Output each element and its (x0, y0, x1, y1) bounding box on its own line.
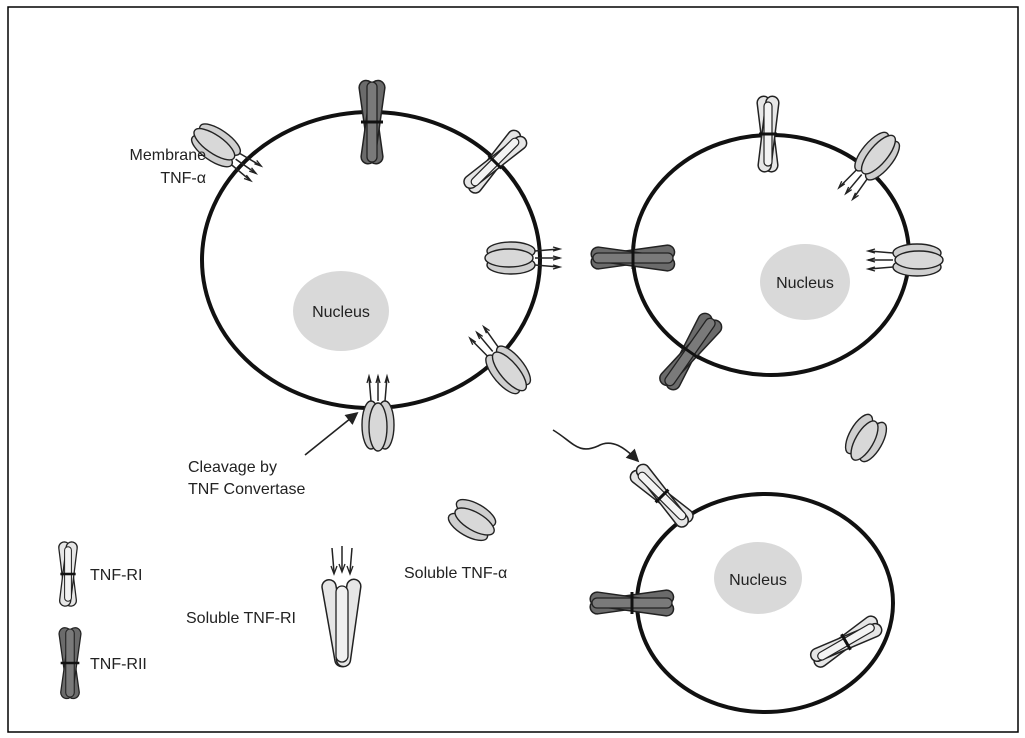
soluble-tnf-alpha (444, 494, 502, 547)
cleavage-label-line1: Cleavage by (188, 459, 277, 476)
tnf-rii-cell2-left (590, 244, 675, 272)
membrane-tnf-label-line1: Membrane (130, 147, 207, 164)
membrane-tnf-label-line2: TNF-α (160, 170, 206, 187)
legend-item-tnf-ri: TNF-RI (58, 541, 142, 606)
soluble-tnf-trimer-right (839, 410, 892, 468)
soluble-tnf-alpha-label: Soluble TNF-α (404, 565, 507, 582)
soluble-tnf-ri-label: Soluble TNF-RI (186, 610, 296, 627)
legend-label-tnf-rii: TNF-RII (90, 656, 147, 673)
release-squiggle-arrow (553, 430, 637, 460)
legend-item-tnf-rii: TNF-RII (58, 627, 147, 699)
legend-label-tnf-ri: TNF-RI (90, 567, 142, 584)
membrane-tnf-alpha-2 (485, 242, 560, 274)
nucleus-1-label: Nucleus (312, 304, 370, 321)
tnf-ri-cell2-top (756, 96, 779, 173)
nucleus-3-label: Nucleus (729, 572, 787, 589)
tnf-ri-icon (58, 541, 78, 606)
cell-3: Nucleus (637, 494, 893, 712)
nucleus-2-label: Nucleus (776, 275, 834, 292)
tnf-rii-icon (58, 627, 81, 699)
tnf-ri-cell3-topleft (627, 461, 698, 532)
cleavage-arrow (305, 414, 356, 455)
cleavage-label-line2: TNF Convertase (188, 481, 305, 498)
soluble-tnf-ri (321, 546, 362, 668)
tnf-rii-cell3-left (589, 589, 674, 617)
legend: TNF-RI TNF-RII (58, 541, 147, 699)
tnf-rii-cell1-top (358, 80, 386, 165)
